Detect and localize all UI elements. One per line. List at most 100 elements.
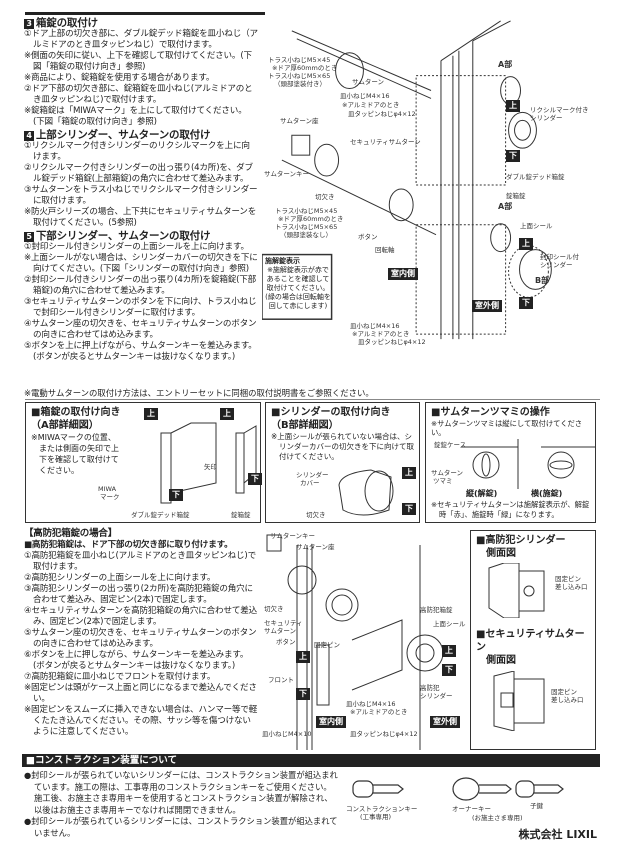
label: シリンダー <box>420 692 453 700</box>
label: サムターン <box>264 627 297 635</box>
indoor-side-tag: 室内側 <box>388 268 418 280</box>
label: （頭部塗装付き） <box>274 80 326 88</box>
up-marker: 上 <box>144 408 158 420</box>
instruction: ③セキュリティサムターンのボタンを下に向け、トラス小ねじで封印シール付きシリンダ… <box>24 297 257 318</box>
instruction: ※側面の矢印に従い、上下を確認して取付けてください。(下図「箱錠の取付け向き」参… <box>24 51 252 72</box>
instruction: ②封印シール付きシリンダーの出っ張り(4カ所)を錠箱錠(下部箱錠)の角穴に合わせ… <box>24 275 257 296</box>
instruction: ※上面シールがない場合は、シリンダーカバーの切欠きを下に向けてください。(下図「… <box>24 253 258 274</box>
label-sealed-cylinder: 封印シール付 <box>540 253 579 261</box>
label-button: ボタン <box>358 233 378 241</box>
high-security-instructions: 【高防犯箱錠の場合】 ■高防犯箱錠は、ドア下部の切欠き部に取り付けます。 ①高防… <box>24 528 258 737</box>
label: トラス小ねじM5×65 <box>275 223 338 231</box>
up-marker: 上 <box>220 408 234 420</box>
label-shaft: 回転軸 <box>375 246 395 254</box>
label: マーク <box>100 493 120 501</box>
case-orientation-box: ■箱錠の取付け向き （A部詳細図） ※MIWAマークの位置、または側面の矢印で上… <box>25 402 262 523</box>
down-marker: 下 <box>169 489 183 501</box>
label-lixil-cylinder: リクシルマーク付き <box>530 106 589 114</box>
label-truss-screw: トラス小ねじM5×45 <box>275 207 338 215</box>
down-marker: 下 <box>402 503 416 515</box>
label: 錠箱錠 <box>231 511 251 519</box>
outdoor-side-tag: 室外側 <box>472 300 502 312</box>
label: シリンダー <box>540 261 573 269</box>
label-screw: 皿小ねじM4×16 <box>350 322 400 330</box>
label: フロント <box>268 676 294 684</box>
instruction: ②高防犯シリンダーの上面シールを上に向けます。 <box>24 573 216 583</box>
cylinder-orientation-box: ■シリンダーの取付け向き （B部詳細図） ※上面シールが張られていない場合は、シ… <box>265 402 420 523</box>
instruction: ※防火戸シリーズの場合、上下共にセキュリティサムターンを取付けてください。(5参… <box>24 207 257 228</box>
outdoor-side-tag: 室外側 <box>430 716 460 728</box>
label-thumbturn: サムターン <box>352 78 385 86</box>
instruction: ※錠箱錠は「MIWAマーク」を上にして取付けてください。(下図「箱錠の取付け向き… <box>24 106 247 127</box>
label: (お施主さま専用) <box>472 814 523 822</box>
label: ツマミ <box>433 477 453 485</box>
label: サムターン座 <box>296 543 335 551</box>
label: 皿小ねじM4×16 <box>346 700 396 708</box>
label-b-part: B部 <box>535 276 550 285</box>
instruction: ④セキュリティサムターンを高防犯箱錠の角穴に合わせて差込み、固定ピン(2本)で固… <box>24 606 258 627</box>
label-truss-screw: トラス小ねじM5×45 <box>268 56 331 64</box>
thumbturn-operation-box: ■サムターンツマミの操作 ※サムターンツマミは縦にして取付けてください。 錠錠ケ… <box>425 402 596 523</box>
label: ※アルミドアのとき <box>352 330 410 338</box>
label: ※アルミドアのとき <box>342 101 400 109</box>
owner-key-label: オーナーキー <box>452 805 491 813</box>
instruction: ②リクシルマーク付きシリンダーの出っ張り(4カ所)を、ダブル錠デッド箱錠(上部箱… <box>24 163 253 184</box>
up-marker: 上 <box>402 467 416 479</box>
side-view-box: ■高防犯シリンダー 側面図 固定ピン 差し込み口 ■セキュリティサムターン 側面… <box>470 530 596 750</box>
instruction: ⑥ボタンを上に押しながら、サムターンキーを差込みます。(ボタンが戻るとサムターン… <box>24 650 249 671</box>
footnote: ※電動サムターンの取付け方法は、エントリーセットに同梱の取付説明書をご参照くださ… <box>24 388 374 398</box>
label: ※ドア厚60mmのとき <box>278 215 344 223</box>
label-screw: 皿小ねじM4×16 <box>340 92 390 100</box>
top-rule <box>25 12 265 15</box>
instruction: ※商品により、錠箱錠を使用する場合があります。 <box>24 73 215 83</box>
bullet: ●封印シールが張られているシリンダーには、コンストラクション装置が組込まれていま… <box>24 816 338 838</box>
instruction: ※固定ピンは頭がケース上面と同じになるまで差込んでください。 <box>24 683 257 704</box>
label-notch: 切欠き <box>315 193 335 201</box>
label: ボタン <box>276 638 296 646</box>
label: ダブル錠デッド箱錠 <box>131 511 190 519</box>
high-security-cylinder-side-view <box>488 563 545 618</box>
label: 上面シール <box>433 620 466 628</box>
label-horizontal-locked: 横(施錠) <box>531 489 563 498</box>
label: 皿タッピンねじφ4×12 <box>348 110 416 118</box>
label-top-seal: 上面シール <box>520 222 553 230</box>
label-miwa: MIWA <box>98 485 117 493</box>
label: カバー <box>300 479 320 487</box>
label: 高防犯箱錠 <box>420 606 453 614</box>
label: 皿タッピンねじφ4×12 <box>350 730 418 738</box>
label: 固定ピン <box>314 641 340 649</box>
up-marker: 上 <box>442 645 456 657</box>
security-thumbturn-side-view <box>493 671 545 731</box>
label: 切欠き <box>264 605 284 613</box>
down-marker: 下 <box>296 688 310 700</box>
instruction: ②ドア下部の切欠き部に、錠箱錠を皿小ねじ(アルミドアのとき皿タッピンねじ)で取付… <box>24 84 253 105</box>
thumbturn-knob-illustration <box>461 439 596 489</box>
label-vertical-unlocked: 縦(解錠) <box>466 489 498 498</box>
label: 皿小ねじM4×10 <box>262 730 312 738</box>
label: 皿タッピンねじφ4×12 <box>358 338 426 346</box>
lock-indicator-note: 施解錠表示 ※施解錠表示が赤で あることを確認して 取付けてください。 (緑の場… <box>265 257 331 310</box>
down-marker: 下 <box>519 297 533 309</box>
down-marker: 下 <box>442 664 456 676</box>
child-key-label: 子鍵 <box>530 802 543 810</box>
label: 高防犯 <box>420 684 440 692</box>
company-name: 株式会社 LIXIL <box>518 828 597 841</box>
label: 固定ピン <box>555 575 581 583</box>
label: (工事専用) <box>360 813 392 821</box>
down-marker: 下 <box>248 473 262 485</box>
label: ※ドア厚60mmのとき <box>272 64 338 72</box>
label-a-part: A部 <box>498 60 513 69</box>
divider <box>25 399 600 400</box>
owner-key-icon <box>452 777 512 801</box>
label: 差し込み口 <box>555 583 588 591</box>
up-marker: 上 <box>506 100 520 112</box>
up-marker: 上 <box>519 238 533 250</box>
note: ※セキュリティサムターンは施解錠表示が、解錠時「赤」、施錠時「緑」になります。 <box>431 500 590 519</box>
label-thumbturn-seat: サムターン座 <box>280 117 319 125</box>
instruction: ①ドア上部の切欠き部に、ダブル錠デッド箱錠を皿小ねじ（アルミドアのとき皿タッピン… <box>24 29 258 50</box>
instruction: ⑦高防犯箱錠に皿小ねじでフロントを取付けます。 <box>24 672 216 682</box>
label-a-part: A部 <box>498 202 513 211</box>
